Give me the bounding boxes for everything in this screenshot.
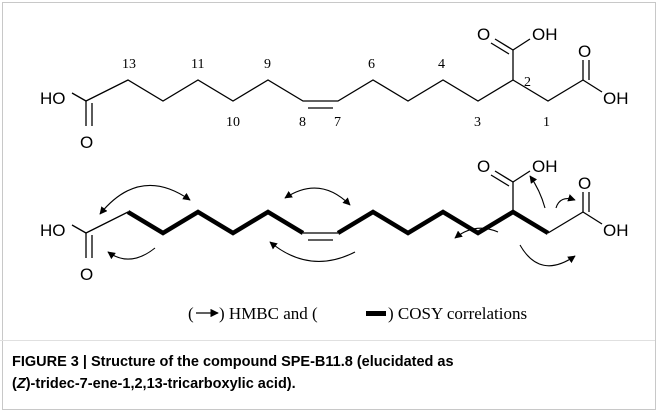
chain-2-right-oh xyxy=(582,211,603,225)
structure-2 xyxy=(71,170,603,267)
atom-number-7: 7 xyxy=(334,115,341,130)
top-cooh-to-oh xyxy=(512,38,531,51)
atom-number-3: 3 xyxy=(474,115,481,130)
top-cooh-co xyxy=(494,38,514,51)
cosy-bold-path-2 xyxy=(336,209,550,236)
atom-number-11: 11 xyxy=(191,57,204,72)
structure-1-labels: HO O O OH O OH 1 2 3 4 6 7 8 9 10 11 13 xyxy=(40,25,629,152)
o-right-label-2: O xyxy=(578,174,591,193)
atom-number-4: 4 xyxy=(438,57,445,72)
chain-2-top-co2 xyxy=(490,174,510,187)
hmbc-arrow-5 xyxy=(454,227,499,239)
chain-2-top-oh xyxy=(512,170,531,183)
legend: ( ) HMBC and ( ) COSY correlations xyxy=(188,304,527,323)
chain-2-left-oh xyxy=(71,224,87,234)
oh-top-label-2: OH xyxy=(532,157,558,176)
chemical-structure-diagram: HO O O OH O OH 1 2 3 4 6 7 8 9 10 11 13 xyxy=(40,25,629,323)
atom-number-2: 2 xyxy=(524,75,531,90)
atom-number-8: 8 xyxy=(299,115,306,130)
hmbc-arrow-8 xyxy=(519,244,576,267)
atom-number-1: 1 xyxy=(543,115,550,130)
legend-hmbc-text: ) HMBC and ( xyxy=(219,304,318,323)
o-bottom-label-2: O xyxy=(80,265,93,284)
o-bottom-label: O xyxy=(80,133,93,152)
legend-cosy-bar xyxy=(366,311,386,316)
o-right-label: O xyxy=(578,42,591,61)
ho-left-label-2: HO xyxy=(40,221,66,240)
ho-left-label: HO xyxy=(40,89,66,108)
o-top-label: O xyxy=(477,25,490,44)
hmbc-arrow-6 xyxy=(529,175,546,209)
caption-z-italic: Z xyxy=(16,376,26,392)
structure-1 xyxy=(71,38,603,126)
left-cooh-oh xyxy=(71,92,87,102)
hmbc-arrow-4 xyxy=(269,241,356,262)
cosy-bold-path xyxy=(126,209,305,236)
caption-divider xyxy=(0,340,655,341)
hmbc-arrow-2 xyxy=(107,247,156,260)
chain-1-branch-c1 xyxy=(512,79,584,102)
atom-number-13: 13 xyxy=(122,57,136,72)
figure-caption: FIGURE 3 | Structure of the compound SPE… xyxy=(12,351,642,395)
caption-line-2-open: ( xyxy=(12,376,17,392)
atom-number-10: 10 xyxy=(226,115,240,130)
legend-cosy-text: ) COSY correlations xyxy=(388,304,527,323)
chain-2-thin-left xyxy=(85,211,164,234)
caption-line-1: FIGURE 3 | Structure of the compound SPE… xyxy=(12,354,454,370)
oh-top-label: OH xyxy=(532,25,558,44)
oh-right-label: OH xyxy=(603,89,629,108)
chain-1-backbone xyxy=(85,79,514,102)
right-cooh-oh xyxy=(582,79,603,93)
atom-number-6: 6 xyxy=(368,57,375,72)
atom-number-9: 9 xyxy=(264,57,271,72)
chain-2-top-co xyxy=(494,170,514,183)
chain-2-c1-cooh xyxy=(547,211,584,234)
hmbc-arrow-7 xyxy=(555,194,576,209)
oh-right-label-2: OH xyxy=(603,221,629,240)
structure-2-labels: HO O O OH O OH xyxy=(40,157,629,284)
o-top-label-2: O xyxy=(477,157,490,176)
hmbc-arrow-3 xyxy=(284,187,351,206)
hmbc-arrow-1 xyxy=(99,184,191,215)
caption-line-2-rest: )-tridec-7-ene-1,2,13-tricarboxylic acid… xyxy=(25,376,296,392)
legend-open-paren: ( xyxy=(188,304,194,323)
top-cooh-co2 xyxy=(490,42,510,55)
hmbc-arrows xyxy=(99,175,576,267)
